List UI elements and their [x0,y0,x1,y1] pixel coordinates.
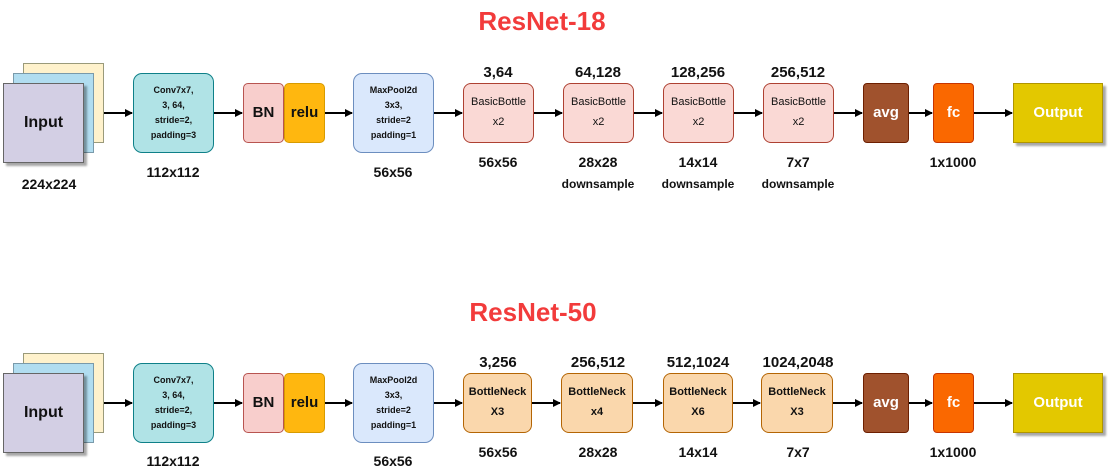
block-name: BottleNeck [468,386,527,399]
block-repeat: x2 [592,116,605,128]
output-block: Output [1013,83,1103,143]
avgpool-block: avg [863,373,909,433]
conv-block: Conv7x7, 3, 64, stride=2, padding=3 [133,73,214,153]
bn-block: BN [243,373,284,433]
conv-size-label: 112x112 [146,453,200,469]
block-repeat: X3 [790,406,804,418]
block-name: BasicBottle [670,96,727,109]
block-size-label: 28x28 [578,444,618,460]
block-repeat: x2 [692,116,705,128]
pool-line: MaxPool2d [369,374,418,385]
block-size-label: 7x7 [786,154,810,170]
conv-line: Conv7x7, [153,374,194,385]
pool-size-label: 56x56 [373,164,413,180]
relu-block: relu [284,373,325,433]
block-name: BasicBottle [570,96,627,109]
conv-line: 3, 64, [162,99,185,110]
block-channels: 256,512 [570,354,626,371]
conv-line: padding=3 [150,130,197,141]
block-size-label: 56x56 [478,444,518,460]
fc-block: fc [933,373,974,433]
pool-line: stride=2 [376,115,411,125]
pool-line: MaxPool2d [369,84,418,95]
block-repeat: X3 [490,406,505,418]
block-name: BottleNeck [669,386,727,399]
downsample-note: downsample [661,177,735,191]
conv-line: 3, 64, [162,389,185,400]
block-channels: 3,256 [479,354,517,371]
resnet18-title: ResNet-18 [478,6,606,36]
basic-block: BasicBottle x2 [563,83,634,143]
bottleneck-block: BottleNeck X3 [761,373,833,433]
input-block: Input [3,83,84,163]
maxpool-block: MaxPool2d 3x3, stride=2 padding=1 [353,363,434,443]
bn-block: BN [243,83,284,143]
conv-line: stride=2, [154,405,193,415]
block-size-label: 7x7 [786,444,810,460]
block-repeat: x2 [792,116,805,128]
block-size-label: 56x56 [478,154,518,170]
input-block: Input [3,373,84,453]
resnet50-title: ResNet-50 [469,297,597,327]
block-size-label: 28x28 [578,154,618,170]
bottleneck-block: BottleNeck X3 [463,373,532,433]
block-channels: 1024,2048 [762,354,834,371]
block-repeat: x2 [492,116,505,128]
conv-line: padding=3 [150,420,197,431]
conv-line: stride=2, [154,115,193,125]
pool-line: stride=2 [376,405,411,415]
basic-block: BasicBottle x2 [763,83,834,143]
bottleneck-block: BottleNeck x4 [561,373,633,433]
pool-line: padding=1 [370,420,417,431]
pool-line: padding=1 [370,130,417,141]
fc-size-label: 1x1000 [929,154,977,170]
block-channels: 64,128 [575,64,621,81]
block-size-label: 14x14 [678,154,718,170]
block-channels: 256,512 [770,64,826,81]
block-channels: 128,256 [670,64,726,81]
block-size-label: 14x14 [678,444,718,460]
block-channels: 512,1024 [666,354,730,371]
bottleneck-block: BottleNeck X6 [663,373,733,433]
conv-size-label: 112x112 [146,164,200,180]
input-size-label: 224x224 [21,176,77,192]
maxpool-block: MaxPool2d 3x3, stride=2 padding=1 [353,73,434,153]
downsample-note: downsample [761,177,835,191]
input-label: Input [23,404,64,421]
relu-block: relu [284,83,325,143]
block-name: BasicBottle [470,96,527,109]
block-repeat: X6 [691,406,705,418]
conv-line: Conv7x7, [153,84,194,95]
block-name: BasicBottle [770,96,827,109]
pool-size-label: 56x56 [373,453,413,469]
conv-block: Conv7x7, 3, 64, stride=2, padding=3 [133,363,214,443]
downsample-note: downsample [561,177,635,191]
avgpool-block: avg [863,83,909,143]
output-block: Output [1013,373,1103,433]
block-channels: 3,64 [483,64,513,81]
block-name: BottleNeck [568,386,626,399]
basic-block: BasicBottle x2 [663,83,734,143]
fc-block: fc [933,83,974,143]
pool-line: 3x3, [384,99,403,110]
block-name: BottleNeck [768,386,826,399]
input-label: Input [23,114,64,131]
basic-block: BasicBottle x2 [463,83,534,143]
pool-line: 3x3, [384,389,403,400]
fc-size-label: 1x1000 [929,444,977,460]
block-repeat: x4 [590,406,604,418]
